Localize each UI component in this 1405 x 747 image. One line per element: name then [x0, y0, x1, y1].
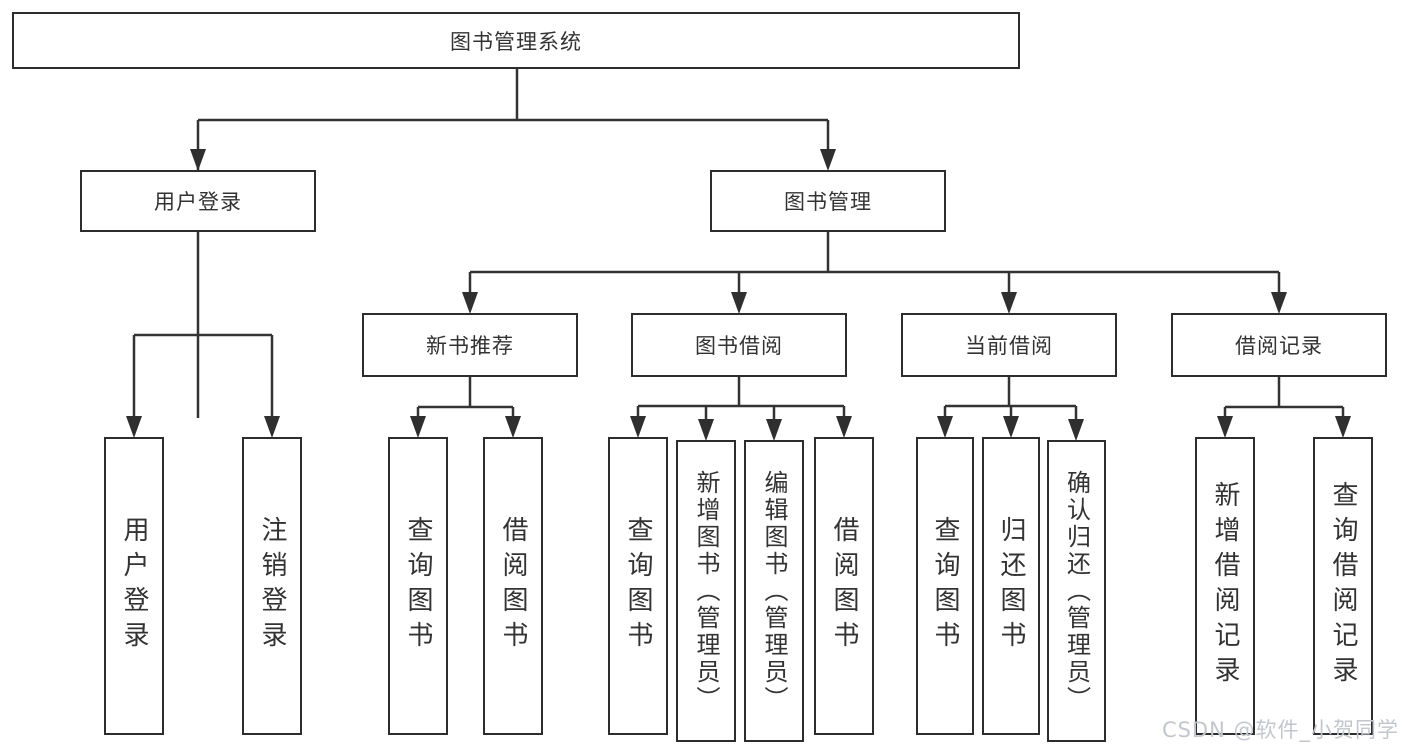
leaf-borrow-books: 借阅图书 [814, 437, 874, 735]
arrow-down-icon [630, 416, 646, 438]
node-label: 编辑图书（管理员） [760, 469, 788, 713]
node-label: 图书管理 [784, 190, 872, 214]
arrow-down-icon [1217, 416, 1233, 438]
node-label: 新增借阅记录 [1210, 481, 1240, 691]
arrow-down-icon [410, 416, 426, 438]
node-label: 确认归还（管理员） [1062, 469, 1091, 713]
arrow-down-icon [836, 416, 852, 438]
node-label: 新增图书（管理员） [692, 469, 720, 713]
node-label: 借阅图书 [829, 516, 859, 656]
leaf-query-borrow-record: 查询借阅记录 [1313, 437, 1373, 735]
arrow-down-icon [766, 419, 782, 441]
arrow-down-icon [1271, 292, 1287, 314]
arrow-down-icon [820, 149, 836, 171]
node-label: 图书借阅 [695, 334, 783, 358]
node-root: 图书管理系统 [12, 12, 1020, 69]
leaf-user-login: 用户登录 [104, 437, 164, 735]
node-label: 查询借阅记录 [1328, 481, 1358, 691]
leaf-edit-books-admin: 编辑图书（管理员） [744, 440, 804, 742]
node-label: 用户登录 [154, 190, 242, 214]
arrow-down-icon [126, 416, 142, 438]
leaf-add-borrow-record: 新增借阅记录 [1195, 437, 1255, 735]
arrow-down-icon [264, 416, 280, 438]
arrow-down-icon [1001, 292, 1017, 314]
node-borrow-records: 借阅记录 [1171, 313, 1387, 377]
node-label: 图书管理系统 [450, 29, 582, 54]
node-book-borrow: 图书借阅 [631, 313, 847, 377]
node-label: 查询图书 [623, 516, 653, 656]
node-label: 当前借阅 [965, 334, 1053, 358]
arrow-down-icon [698, 419, 714, 441]
leaf-borrow-books-recommend: 借阅图书 [483, 437, 543, 735]
node-label: 借阅记录 [1235, 334, 1323, 358]
leaf-query-books-recommend: 查询图书 [388, 437, 448, 735]
leaf-add-books-admin: 新增图书（管理员） [676, 440, 736, 742]
node-label: 用户登录 [119, 516, 149, 656]
node-new-book-recommend: 新书推荐 [362, 313, 578, 377]
leaf-logout: 注销登录 [242, 437, 302, 735]
watermark: CSDN @软件_小贺同学 [1161, 718, 1399, 742]
node-user-login: 用户登录 [80, 170, 316, 232]
leaf-query-books-borrow: 查询图书 [608, 437, 668, 735]
node-current-borrow: 当前借阅 [901, 313, 1117, 377]
node-book-management: 图书管理 [710, 170, 946, 232]
node-label: 归还图书 [996, 516, 1026, 656]
arrow-down-icon [731, 292, 747, 314]
arrowhead-icons [126, 149, 1351, 441]
arrow-down-icon [505, 416, 521, 438]
node-label: 查询图书 [930, 516, 960, 656]
node-label: 新书推荐 [426, 334, 514, 358]
arrow-down-icon [1003, 416, 1019, 438]
arrow-down-icon [1335, 416, 1351, 438]
leaf-query-books-current: 查询图书 [916, 437, 974, 735]
arrow-down-icon [190, 149, 206, 171]
leaf-confirm-return-admin: 确认归还（管理员） [1047, 440, 1106, 742]
node-label: 注销登录 [257, 516, 287, 656]
leaf-return-books: 归还图书 [982, 437, 1040, 735]
node-label: 借阅图书 [498, 516, 528, 656]
arrow-down-icon [937, 416, 953, 438]
node-label: 查询图书 [403, 516, 433, 656]
arrow-down-icon [1068, 419, 1084, 441]
arrow-down-icon [462, 292, 478, 314]
